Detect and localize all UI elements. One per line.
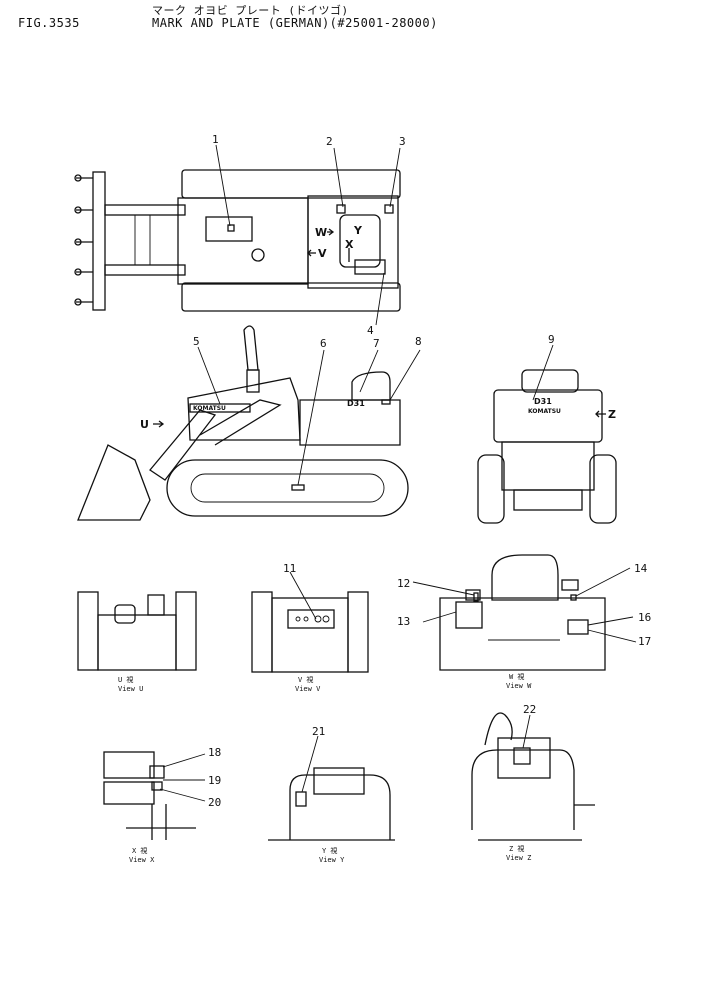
view-z: [471, 712, 595, 841]
callout-1: 1: [212, 133, 219, 146]
title-english: MARK AND PLATE (GERMAN)(#25001-28000): [152, 16, 438, 30]
view-y-jp: Y 視: [322, 846, 337, 855]
callout-3: 3: [399, 135, 406, 148]
arrow-v-label: V: [318, 247, 327, 260]
view-v-jp: V 視: [298, 675, 313, 684]
title-japanese: マーク オヨビ プレート (ドイツゴ): [152, 4, 349, 17]
callout-8: 8: [415, 335, 422, 348]
callout-4: 4: [367, 324, 374, 337]
callout-20: 20: [208, 796, 221, 809]
view-w-en: View W: [506, 682, 532, 690]
callout-17: 17: [638, 635, 651, 648]
callout-19: 19: [208, 774, 221, 787]
view-z-jp: Z 視: [509, 844, 524, 853]
arrow-y-label: Y: [353, 224, 363, 237]
callout-18: 18: [208, 746, 221, 759]
view-v: [251, 571, 369, 673]
view-x-jp: X 視: [132, 846, 147, 855]
view-v-en: View V: [295, 685, 321, 693]
callout-2: 2: [326, 135, 333, 148]
callout-9: 9: [548, 333, 555, 346]
view-y-en: View Y: [319, 856, 345, 864]
arrow-x-label: X: [345, 238, 354, 251]
callout-16: 16: [638, 611, 651, 624]
top-view: W V Y X: [74, 144, 401, 326]
view-w: [412, 554, 637, 671]
callout-22: 22: [523, 703, 536, 716]
callout-11: 11: [283, 562, 296, 575]
view-u-jp: U 視: [118, 675, 133, 684]
arrow-z-label: Z: [608, 408, 616, 421]
callout-13: 13: [397, 615, 410, 628]
rear-brand-label: KOMATSU: [528, 408, 561, 415]
view-w-jp: W 視: [509, 672, 524, 681]
arrow-u-label: U: [140, 418, 149, 431]
callout-21: 21: [312, 725, 325, 738]
callout-12: 12: [397, 577, 410, 590]
side-model-label: D31: [347, 399, 365, 408]
figure-number: FIG.3535: [18, 16, 80, 30]
view-z-en: View Z: [506, 854, 531, 862]
side-brand-label: KOMATSU: [193, 405, 226, 412]
view-u: [77, 591, 197, 671]
callout-6: 6: [320, 337, 327, 350]
view-y: [268, 735, 395, 841]
callout-7: 7: [373, 337, 380, 350]
view-x-en: View X: [129, 856, 155, 864]
arrow-w-label: W: [315, 226, 327, 239]
callout-14: 14: [634, 562, 648, 575]
callout-5: 5: [193, 335, 200, 348]
rear-view: D31 KOMATSU Z: [477, 344, 617, 524]
view-x: [103, 751, 206, 840]
view-u-en: View U: [118, 685, 143, 693]
side-view: KOMATSU D31 U: [77, 325, 421, 521]
rear-model-label: D31: [534, 397, 552, 406]
